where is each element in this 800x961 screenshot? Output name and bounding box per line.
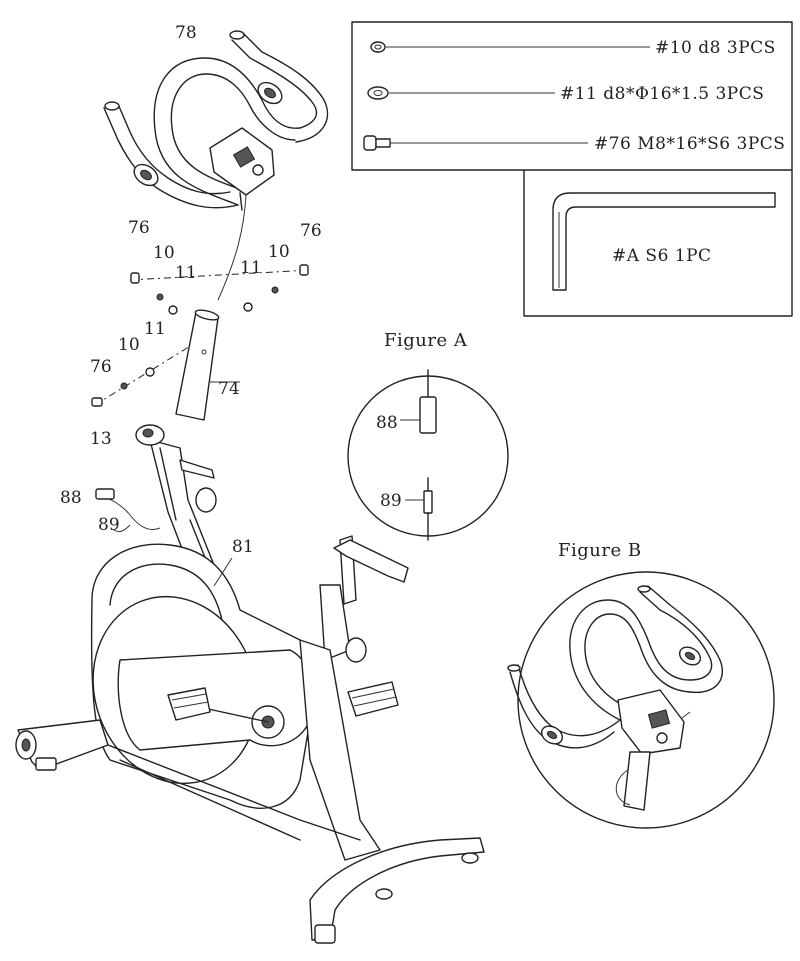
fasteners bbox=[91, 264, 311, 407]
washer-icon bbox=[370, 41, 650, 53]
washer-icon bbox=[156, 293, 164, 301]
label-10-top-right: 10 bbox=[268, 242, 290, 262]
handlebar-post bbox=[175, 309, 240, 421]
label-74: 74 bbox=[218, 379, 240, 399]
label-11-lower: 11 bbox=[144, 319, 166, 339]
label-78: 78 bbox=[175, 23, 197, 43]
figure-a-label-88: 88 bbox=[376, 413, 398, 433]
allen-key-icon bbox=[552, 192, 776, 291]
washer10-label: #10 d8 3PCS bbox=[655, 38, 776, 58]
figure-a-title: Figure A bbox=[384, 330, 468, 351]
label-89: 89 bbox=[98, 515, 120, 535]
figure-b-title: Figure B bbox=[558, 540, 642, 561]
bolt-icon bbox=[130, 272, 140, 284]
figure-a-label-89: 89 bbox=[380, 491, 402, 511]
bolt-icon bbox=[363, 135, 588, 151]
label-10-lower: 10 bbox=[118, 335, 140, 355]
handlebar-assembly bbox=[103, 30, 329, 301]
label-88: 88 bbox=[60, 488, 82, 508]
figure-a: Figure A bbox=[347, 330, 509, 541]
label-13: 13 bbox=[90, 429, 112, 449]
washer11-label: #11 d8*Φ16*1.5 3PCS bbox=[560, 84, 764, 104]
bike-frame bbox=[15, 424, 485, 944]
label-11-top-right: 11 bbox=[240, 258, 262, 278]
label-11-top-left: 11 bbox=[175, 263, 197, 283]
allen-key-label: #A S6 1PC bbox=[612, 246, 712, 266]
label-76-lower: 76 bbox=[90, 357, 112, 377]
figure-b: Figure B bbox=[507, 540, 775, 829]
label-76-top-left: 76 bbox=[128, 218, 150, 238]
label-10-top-left: 10 bbox=[153, 243, 175, 263]
label-76-top-right: 76 bbox=[300, 221, 322, 241]
label-81: 81 bbox=[232, 537, 254, 557]
parts-box: #10 d8 3PCS #11 d8*Φ16*1.5 3PCS #76 M8*1… bbox=[351, 21, 793, 317]
bolt76-label: #76 M8*16*S6 3PCS bbox=[594, 134, 785, 154]
flat-washer-icon bbox=[367, 86, 555, 100]
